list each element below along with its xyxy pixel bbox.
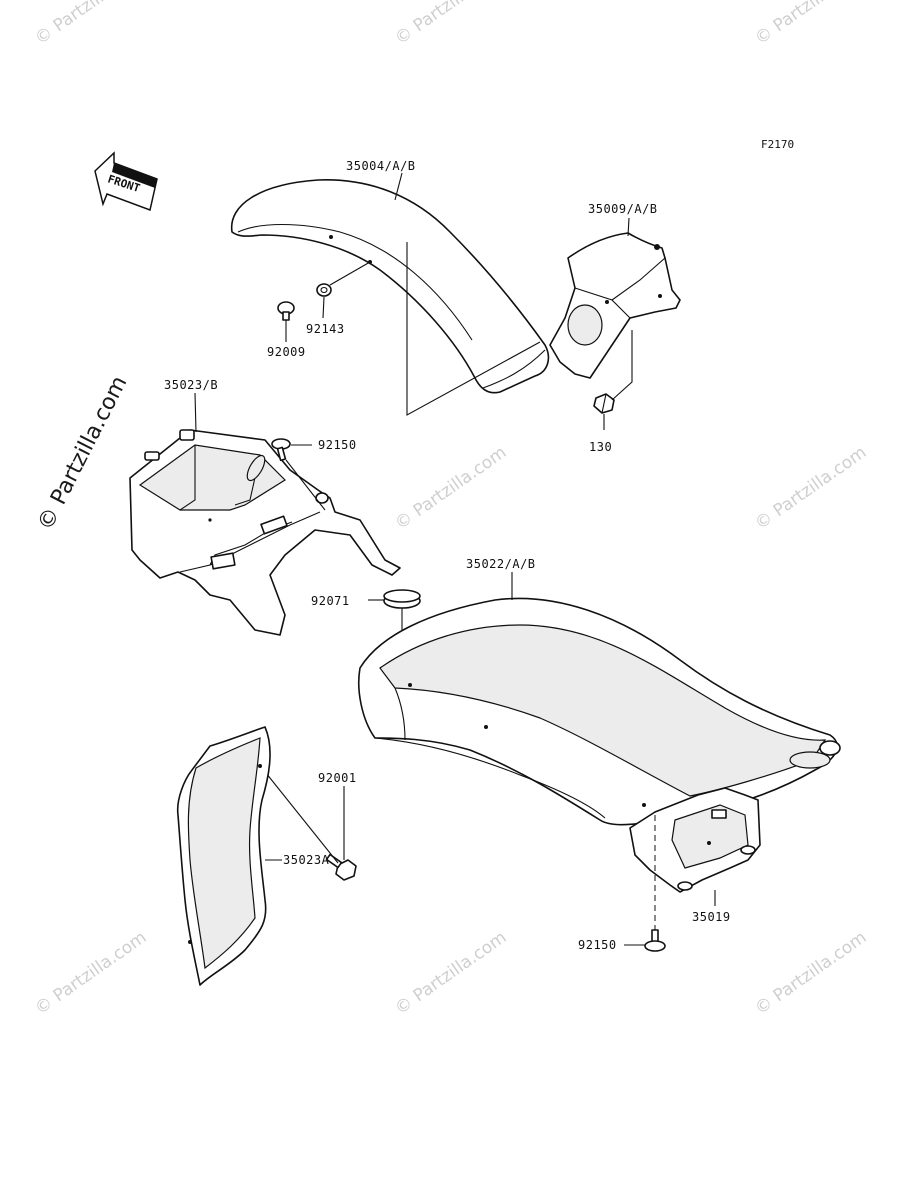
- inner-fender-leader: [194, 392, 197, 433]
- watermark-text: © Partzilla.com: [751, 442, 870, 534]
- part-label-mud-flap-bolt[interactable]: 92001: [318, 771, 357, 785]
- part-label-license-bracket[interactable]: 35019: [692, 910, 731, 924]
- watermark-text: © Partzilla.com: [751, 0, 870, 49]
- fender-grommet[interactable]: [316, 283, 332, 297]
- front-fender-bracket[interactable]: [549, 232, 681, 379]
- part-label-inner-fender-screw[interactable]: 92150: [318, 438, 357, 452]
- part-label-rear-fender[interactable]: 35022/A/B: [466, 557, 536, 571]
- bracket-bolt[interactable]: [593, 393, 615, 414]
- part-label-fender-grommet[interactable]: 92143: [306, 322, 345, 336]
- fender-screw[interactable]: [277, 301, 295, 321]
- part-label-rear-inner-fender[interactable]: 35023/B: [164, 378, 218, 392]
- front-fender-leader: [394, 172, 403, 201]
- inner-fender-screw[interactable]: [271, 438, 291, 462]
- watermark-text: © Partzilla.com: [31, 927, 150, 1019]
- rear-fender-damper[interactable]: [383, 589, 421, 609]
- license-bracket-screw[interactable]: [644, 929, 666, 952]
- mud-flap[interactable]: [176, 726, 271, 986]
- front-fender-guide-line: [406, 242, 541, 416]
- part-label-license-bracket-screw[interactable]: 92150: [578, 938, 617, 952]
- bolt-leader: [611, 330, 633, 401]
- part-label-rear-fender-damper[interactable]: 92071: [311, 594, 350, 608]
- bracket-leader: [627, 217, 630, 237]
- bolt-guide: [261, 767, 339, 864]
- part-label-front-fender[interactable]: 35004/A/B: [346, 159, 416, 173]
- watermark-text: © Partzilla.com: [31, 0, 150, 49]
- grommet-label-leader: [322, 296, 325, 319]
- grommet-leader: [329, 261, 371, 286]
- watermark-text: © Partzilla.com: [391, 442, 510, 534]
- part-label-bracket-bolt[interactable]: 130: [589, 440, 612, 454]
- watermark-side: © Partzilla.com: [33, 372, 132, 535]
- front-fender[interactable]: [230, 179, 550, 394]
- part-label-fender-screw[interactable]: 92009: [267, 345, 306, 359]
- watermark-side-text: © Partzilla.com: [33, 372, 132, 535]
- rear-inner-fender[interactable]: [129, 429, 401, 636]
- part-label-front-fender-bracket[interactable]: 35009/A/B: [588, 202, 658, 216]
- license-bracket[interactable]: [629, 787, 761, 893]
- rear-fender[interactable]: [357, 597, 841, 826]
- watermark-text: © Partzilla.com: [391, 927, 510, 1019]
- front-arrow: FRONT: [94, 151, 158, 212]
- watermark-text: © Partzilla.com: [391, 0, 510, 49]
- upper-screw-guide: [285, 459, 326, 511]
- part-label-mud-flap[interactable]: 35023A: [283, 853, 330, 867]
- figure-code: F2170: [761, 138, 794, 151]
- mud-flap-bolt[interactable]: [325, 853, 357, 881]
- watermark-text: © Partzilla.com: [751, 927, 870, 1019]
